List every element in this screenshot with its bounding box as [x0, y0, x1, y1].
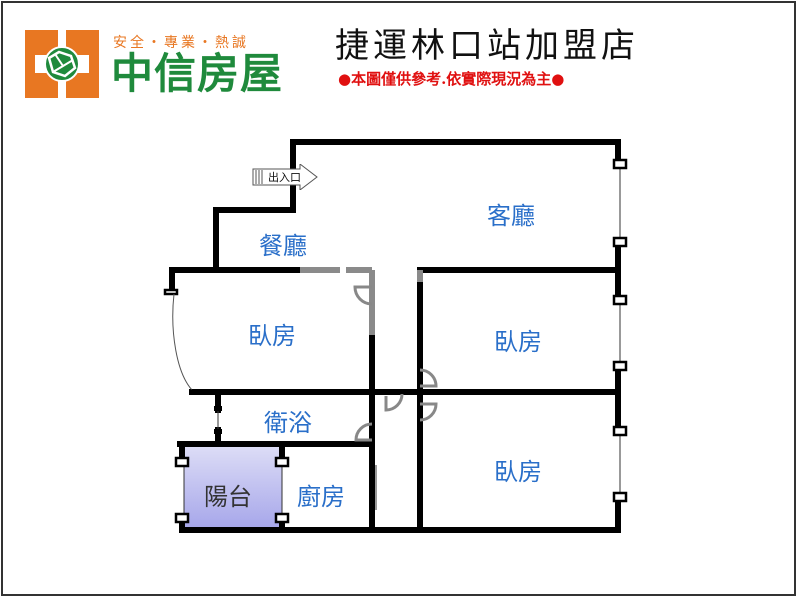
room-label-balcony: 陽台 [204, 483, 252, 511]
room-label-bedroom-1: 臥房 [248, 322, 296, 350]
room-label-kitchen: 廚房 [297, 483, 345, 511]
logo-globe-icon [25, 30, 99, 98]
room-label-bedroom-3: 臥房 [494, 458, 542, 486]
room-label-bathroom: 衛浴 [264, 409, 312, 437]
room-label-dining: 餐廳 [259, 232, 307, 260]
store-title: 捷運林口站加盟店 [335, 26, 639, 66]
entrance-arrow-icon [252, 162, 318, 192]
entrance-label: 出入口 [268, 171, 301, 184]
balcony-area [184, 447, 282, 529]
entrance-marker: 出入口 [252, 162, 318, 192]
room-label-living: 客廳 [487, 202, 535, 230]
company-slogan: 安全・專業・熱誠 [113, 35, 249, 51]
company-logo: 安全・專業・熱誠 中信房屋 [25, 30, 325, 100]
company-name: 中信房屋 [111, 49, 284, 98]
disclaimer-note: ●本圖僅供參考.依實際現況為主● [338, 70, 565, 88]
room-label-bedroom-2: 臥房 [494, 328, 542, 356]
